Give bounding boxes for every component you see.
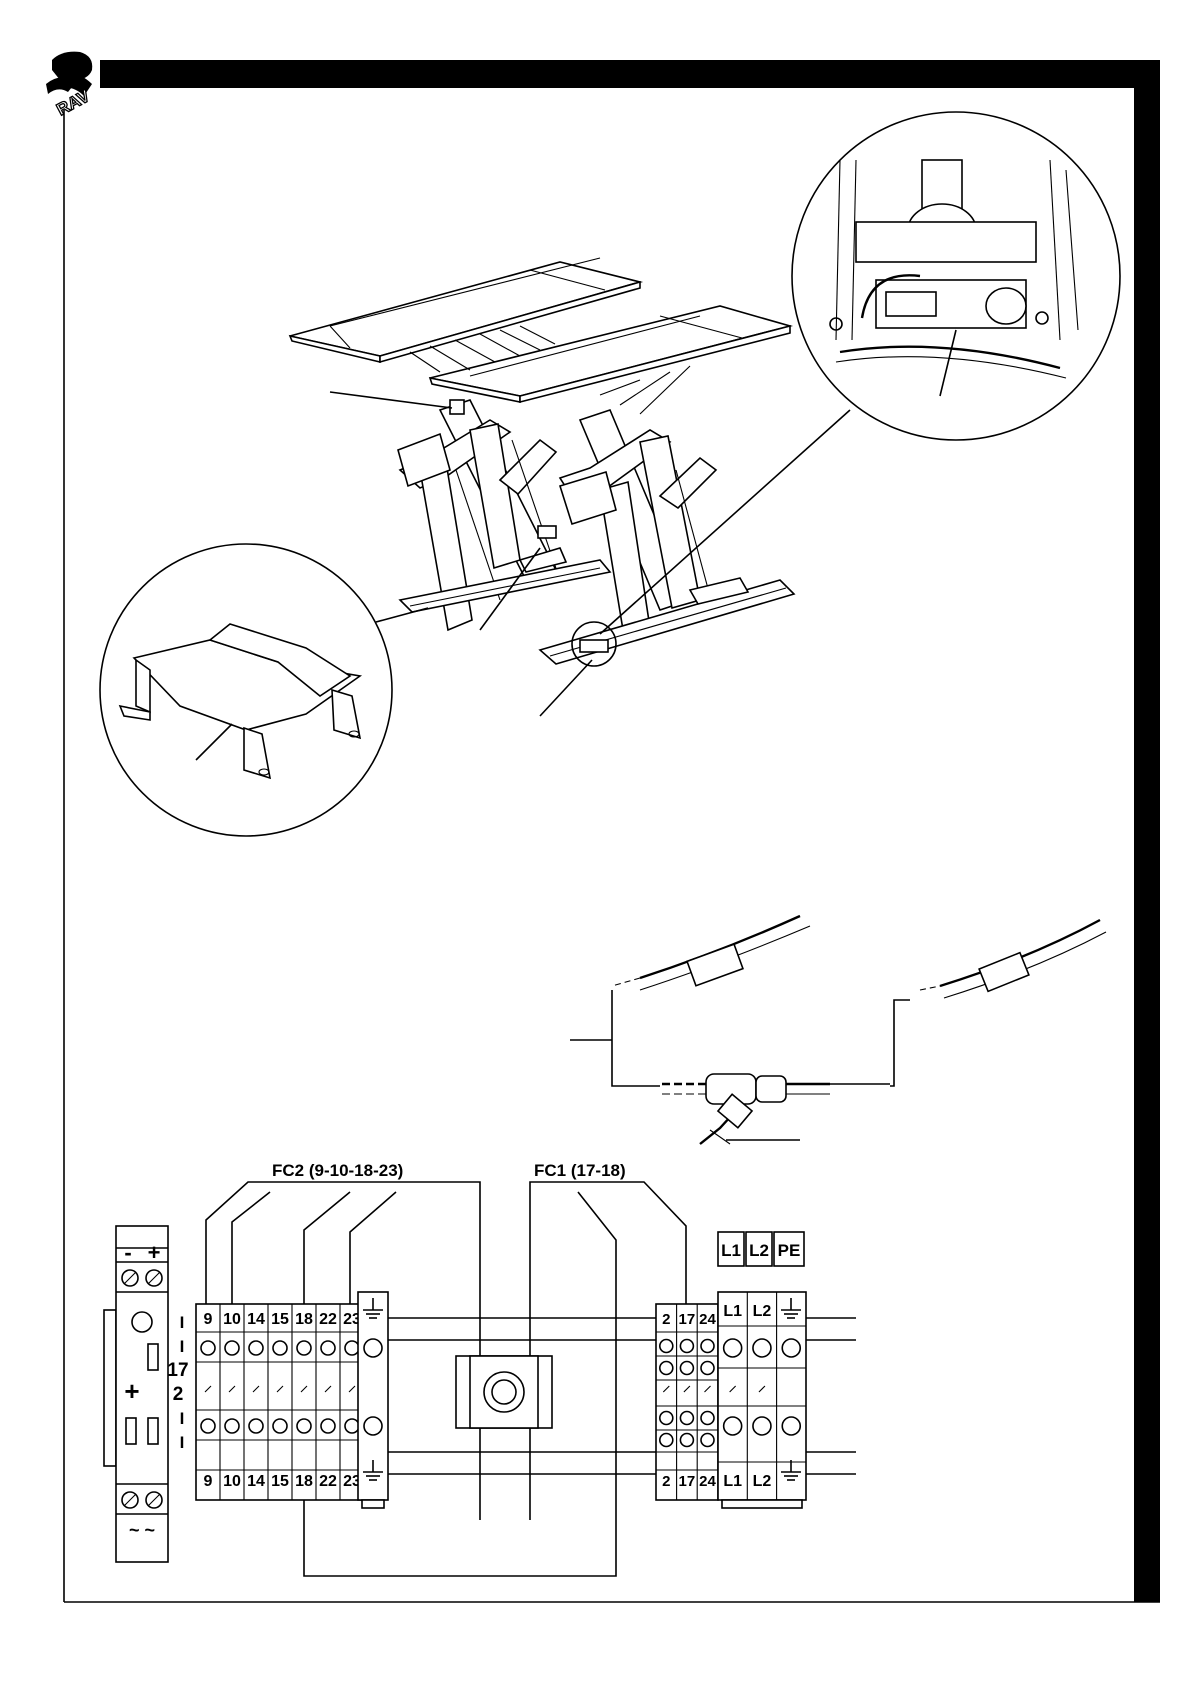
wiring-diagram: FC2 (9-10-18-23) FC1 (17-18) L1 L2 PE: [104, 1161, 856, 1576]
fc2-header: FC2 (9-10-18-23): [272, 1161, 403, 1180]
rail-mount: [456, 1356, 552, 1428]
module-plus-top: +: [148, 1240, 161, 1265]
relay-module: - + + ~ ~ I I 17 2 I I: [104, 1226, 189, 1562]
fc2-terminal-label-bottom: 18: [295, 1473, 313, 1490]
power-label-l2: L2: [749, 1241, 769, 1260]
module-bottom-ac: ~ ~: [129, 1520, 155, 1540]
bracket-detail-circle: [100, 544, 392, 836]
leader-line-base: [540, 660, 592, 716]
fc1-terminal-label-bottom: 2: [662, 1473, 670, 1490]
power-label-strip: L1 L2 PE: [718, 1232, 804, 1266]
fc1-terminal-label-top: 24: [699, 1311, 716, 1328]
sensor-box-top: [450, 400, 464, 414]
fc2-terminal-label-top: 18: [295, 1311, 313, 1328]
module-side-i-2: I: [180, 1337, 185, 1356]
right-scissor-legs: [560, 410, 716, 636]
fc2-terminal-label-top: 15: [271, 1311, 289, 1328]
fc1-terminal-label-top: 17: [679, 1311, 696, 1328]
fc2-terminal-label-bottom: 10: [223, 1473, 241, 1490]
fc2-terminal-label-bottom: 22: [319, 1473, 337, 1490]
fc1-terminal-label-bottom: 24: [699, 1473, 716, 1490]
module-side-i-1: I: [180, 1313, 185, 1332]
scissor-lift-illustration: [290, 258, 850, 716]
leader-line-bracket: [196, 724, 232, 760]
module-side-i-3: I: [180, 1409, 185, 1428]
module-minus: -: [124, 1240, 131, 1265]
module-side-17: 17: [167, 1360, 188, 1381]
power-terminal-label-bottom: L2: [753, 1473, 772, 1490]
leader-line-sensor: [330, 392, 452, 408]
cable-connector-diagram: [570, 916, 1106, 1144]
power-label-l1: L1: [721, 1241, 741, 1260]
fc2-terminal-label-bottom: 15: [271, 1473, 289, 1490]
rav-logo: RAV: [46, 52, 93, 120]
fc2-terminal-label-top: 9: [204, 1311, 213, 1328]
fc2-terminal-label-top: 10: [223, 1311, 241, 1328]
fc2-terminal-label-bottom: 9: [204, 1473, 213, 1490]
module-plus-sign: +: [124, 1376, 139, 1406]
hydraulic-detail-circle: [792, 112, 1120, 440]
fc1-terminal-label-top: 2: [662, 1311, 670, 1328]
fc2-terminal-label-top: 22: [319, 1311, 337, 1328]
power-terminal-label-bottom: L1: [723, 1473, 742, 1490]
fc1-header: FC1 (17-18): [534, 1161, 626, 1180]
sensor-box-mid: [538, 526, 556, 538]
fc1-terminal-label-bottom: 17: [679, 1473, 696, 1490]
fc2-terminal-label-bottom: 14: [247, 1473, 265, 1490]
module-side-i-4: I: [180, 1433, 185, 1452]
fc2-terminal-label-top: 14: [247, 1311, 265, 1328]
power-terminal-label-top: L1: [723, 1303, 742, 1320]
module-side-2: 2: [173, 1384, 184, 1405]
power-terminal-label-top: L2: [753, 1303, 772, 1320]
power-label-pe: PE: [778, 1241, 801, 1260]
logo-text: RAV: [53, 86, 93, 119]
